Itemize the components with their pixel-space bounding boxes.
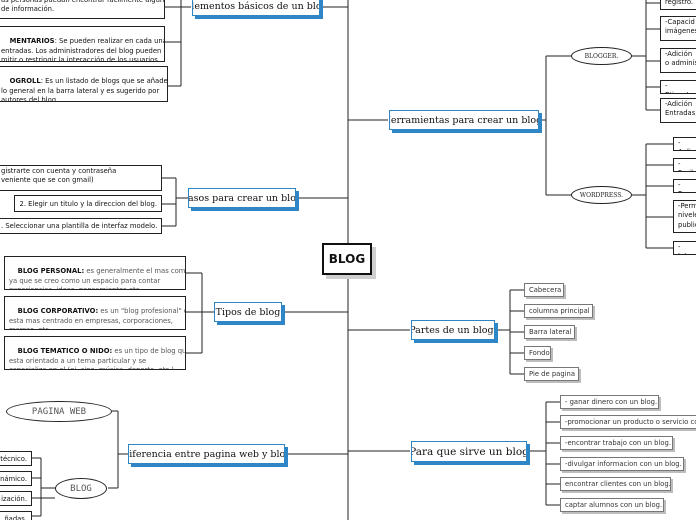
diff-item-4: ñadas. bbox=[0, 511, 32, 520]
note-comentarios-bold: MENTARIOS bbox=[9, 37, 55, 46]
wordpress-item-2: -Facil bbox=[673, 158, 696, 172]
sirve-item-2: -promocionar un producto o servicio co bbox=[560, 415, 696, 429]
paso-3: . Seleccionar una plantilla de interfaz … bbox=[0, 218, 162, 234]
blogger-item-2: -Capacid imágenes bbox=[660, 16, 696, 41]
wordpress-item-1: -Aplic bbox=[673, 137, 696, 151]
wordpress-item-3: -Perso bbox=[673, 179, 696, 193]
sirve-item-1: - ganar dinero con un blog. bbox=[560, 395, 659, 409]
note-comentarios: MENTARIOS: Se pueden realizar en cada un… bbox=[0, 26, 165, 62]
paso-2: 2. Elegir un titulo y la direccion del b… bbox=[14, 195, 162, 212]
sirve-item-3: -encontrar trabajo con un blog. bbox=[560, 436, 673, 450]
sirve-item-6: captar alumnos con un blog. bbox=[560, 498, 664, 512]
diff-item-3: ización. bbox=[0, 491, 32, 506]
oval-blogger: BLOGGER. bbox=[571, 47, 632, 65]
tipo-tematico-text: es un tipo de blog que esta orientado a … bbox=[9, 347, 186, 369]
central-topic[interactable]: BLOG bbox=[322, 243, 372, 275]
parte-cabecera: Cabecera bbox=[524, 283, 564, 297]
note-blogroll: OGROLL: Es un listado de blogs que se añ… bbox=[0, 66, 168, 102]
diff-item-2: námico. bbox=[0, 471, 32, 486]
wordpress-item-4: -Perm nivele public bbox=[673, 200, 696, 233]
tipo-corporativo: BLOG CORPORATIVO: es un "blog profesiona… bbox=[4, 296, 186, 330]
blogger-item-3: -Adición o adminis bbox=[660, 48, 696, 73]
tipo-tematico: BLOG TEMATICO O NIDO: es un tipo de blog… bbox=[4, 336, 186, 370]
wordpress-arrows bbox=[660, 143, 673, 249]
blogger-item-4: -Etiqueta bbox=[660, 80, 696, 94]
topic-partes[interactable]: Partes de un blog: bbox=[411, 320, 495, 340]
note-comentarios-text: : Se pueden realizar en cada una de entr… bbox=[1, 37, 164, 62]
parte-barra-lateral: Barra lateral bbox=[524, 325, 575, 339]
topic-elementos-basicos[interactable]: Elementos básicos de un blog bbox=[192, 0, 320, 16]
oval-blog: BLOG bbox=[55, 478, 107, 499]
paso-1: gistrarte con cuenta y contraseña venien… bbox=[0, 165, 162, 191]
tipo-personal: BLOG PERSONAL: es generalmente el mas co… bbox=[4, 256, 186, 290]
tipo-personal-text: es generalmente el mas comun , ya que se… bbox=[9, 267, 186, 289]
parte-pie-de-pagina: Pie de pagina bbox=[524, 367, 579, 381]
note-elementos-1: as personas puedan encontrar fácilmente … bbox=[0, 0, 165, 19]
topic-pasos[interactable]: Pasos para crear un blog bbox=[188, 188, 296, 208]
blogger-item-5: -Adición Entradas, bbox=[660, 98, 696, 123]
topic-diferencia[interactable]: Diferencia entre pagina web y blog bbox=[128, 444, 285, 464]
blogger-item-1: registro. bbox=[660, 0, 696, 10]
diff-item-1: técnico. bbox=[0, 451, 32, 466]
sirve-item-5: encontrar clientes con un blog. bbox=[560, 477, 671, 491]
tipo-corporativo-text: es un "blog profesional" que esta mas ce… bbox=[9, 307, 185, 329]
note-blogroll-bold: OGROLL bbox=[9, 77, 41, 86]
note-blogroll-text: : Es un listado de blogs que se añade lo… bbox=[1, 77, 168, 102]
tipo-tematico-bold: BLOG TEMATICO O NIDO: bbox=[17, 347, 113, 356]
topic-herramientas[interactable]: Herramientas para crear un blog: bbox=[389, 110, 539, 130]
topic-tipos[interactable]: Tipos de blog bbox=[214, 302, 282, 322]
oval-pagina-web: PAGINA WEB bbox=[6, 401, 112, 422]
tipo-corporativo-bold: BLOG CORPORATIVO: bbox=[17, 307, 99, 316]
sirve-item-4: -divulgar informacion con un blog. bbox=[560, 457, 684, 471]
parte-fondo: Fondo bbox=[524, 346, 551, 360]
wordpress-item-5: -Integ bbox=[673, 241, 696, 255]
oval-wordpress: WORDPRESS. bbox=[571, 186, 632, 204]
tipo-personal-bold: BLOG PERSONAL: bbox=[17, 267, 85, 276]
topic-para-que-sirve[interactable]: Para que sirve un blog bbox=[411, 441, 527, 462]
parte-columna-principal: columna principal bbox=[524, 304, 593, 318]
